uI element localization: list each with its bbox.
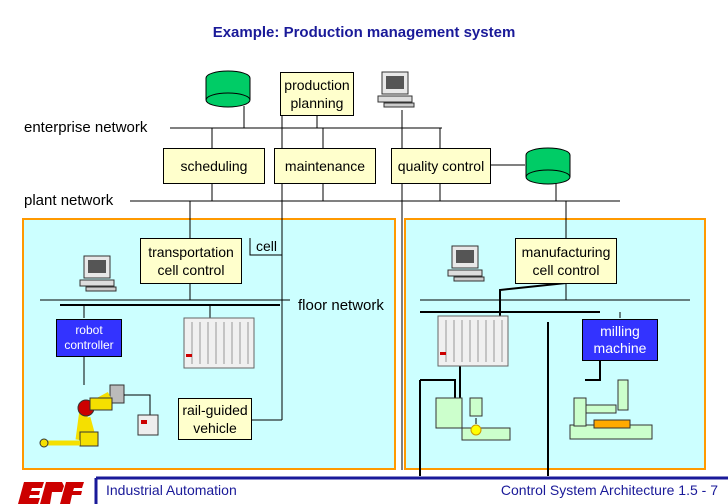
- plant-network-label: plant network: [24, 192, 114, 209]
- footer-slide-reference: Control System Architecture 1.5 - 7: [500, 482, 718, 498]
- epfl-logo-icon: [18, 482, 84, 504]
- workstation-icon: [377, 71, 415, 108]
- transportation-cell-control-box: transportation cell control: [140, 238, 242, 284]
- cell-label: cell: [256, 238, 278, 254]
- floor-network-label: floor network: [298, 297, 384, 314]
- database-icon: [525, 147, 571, 185]
- scheduling-box: scheduling: [163, 148, 265, 184]
- enterprise-network-label: enterprise network: [24, 119, 148, 136]
- database-icon: [205, 70, 251, 108]
- quality-control-box: quality control: [391, 148, 491, 184]
- plc-rack-icon: [437, 315, 509, 367]
- plc-rack-icon: [183, 317, 255, 369]
- footer-course-title: Industrial Automation: [106, 482, 237, 498]
- workstation-icon: [447, 245, 485, 282]
- manufacturing-station-icon: [435, 397, 511, 441]
- robot-controller-box: robot controller: [56, 319, 122, 357]
- workstation-icon: [79, 255, 117, 292]
- milling-machine-icon: [569, 379, 653, 440]
- diagram-title: Example: Production management system: [212, 24, 516, 41]
- maintenance-box: maintenance: [274, 148, 376, 184]
- production-planning-box: production planning: [280, 72, 354, 116]
- rail-guided-vehicle-box: rail-guided vehicle: [178, 398, 252, 440]
- milling-machine-box: milling machine: [582, 319, 658, 361]
- robot-arm-icon: [39, 356, 159, 448]
- manufacturing-cell-control-box: manufacturing cell control: [515, 238, 617, 284]
